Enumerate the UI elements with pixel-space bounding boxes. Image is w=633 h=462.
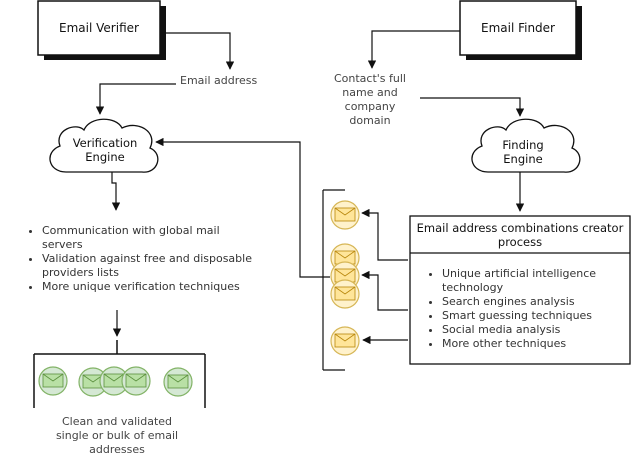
technique-item: Unique artificial intelligence technolog… xyxy=(442,267,633,295)
verification-features-list: Communication with global mail servers V… xyxy=(26,224,252,294)
technique-item: More other techniques xyxy=(442,337,633,351)
candidate-email-1 xyxy=(330,200,360,230)
verification-engine-cloud xyxy=(49,118,159,173)
email-finder-box xyxy=(459,0,582,60)
verified-email-1 xyxy=(38,366,68,396)
candidates-to-verification-engine-arrow xyxy=(155,137,330,278)
verification-engine-label: Verification Engine xyxy=(72,136,138,164)
verified-email-5 xyxy=(163,367,193,397)
email-finder-title: Email Finder xyxy=(480,21,555,35)
technique-item: Search engines analysis xyxy=(442,295,633,309)
candidate-email-4 xyxy=(330,279,360,309)
envelope-icon xyxy=(334,286,356,301)
technique-item: Smart guessing techniques xyxy=(442,309,633,323)
input-to-finding-engine-arrow xyxy=(420,97,525,117)
finder-input-label: Contact's full name and company domain xyxy=(333,72,406,127)
input-to-verification-engine-arrow xyxy=(95,83,176,115)
verified-email-4 xyxy=(121,366,151,396)
verifier-input-label: Email address xyxy=(180,74,258,87)
candidate-email-5 xyxy=(330,326,360,356)
feature-item: Validation against free and disposable p… xyxy=(42,252,252,280)
finding-techniques-list: Unique artificial intelligence technolog… xyxy=(426,267,633,351)
verifier-to-input-arrow xyxy=(160,32,235,70)
technique-item: Social media analysis xyxy=(442,323,633,337)
finding-engine-label: Finding Engine xyxy=(502,138,544,166)
envelope-icon xyxy=(125,373,147,388)
verified-email-3 xyxy=(99,366,129,396)
process-box xyxy=(409,215,631,365)
envelope-icon xyxy=(167,374,189,389)
verification-engine-to-features-arrow xyxy=(111,172,121,211)
envelope-icon xyxy=(42,373,64,388)
process-to-email-2-arrow xyxy=(361,270,408,311)
verified-output-label: Clean and validated single or bulk of em… xyxy=(55,415,179,456)
process-to-email-1-arrow xyxy=(361,208,408,261)
verified-emails-bracket xyxy=(33,340,206,408)
finder-to-input-arrow xyxy=(367,30,460,69)
feature-item: Communication with global mail servers xyxy=(42,224,252,252)
email-verifier-title: Email Verifier xyxy=(59,21,139,35)
envelope-icon xyxy=(103,373,125,388)
candidate-emails-bracket xyxy=(322,189,345,371)
email-verifier-box xyxy=(37,0,166,60)
finding-engine-cloud xyxy=(471,118,581,173)
envelope-icon xyxy=(334,207,356,222)
envelope-icon xyxy=(334,250,356,265)
process-title: Email address combinations creator proce… xyxy=(416,221,624,249)
feature-item: More unique verification techniques xyxy=(42,280,252,294)
envelope-icon xyxy=(334,333,356,348)
